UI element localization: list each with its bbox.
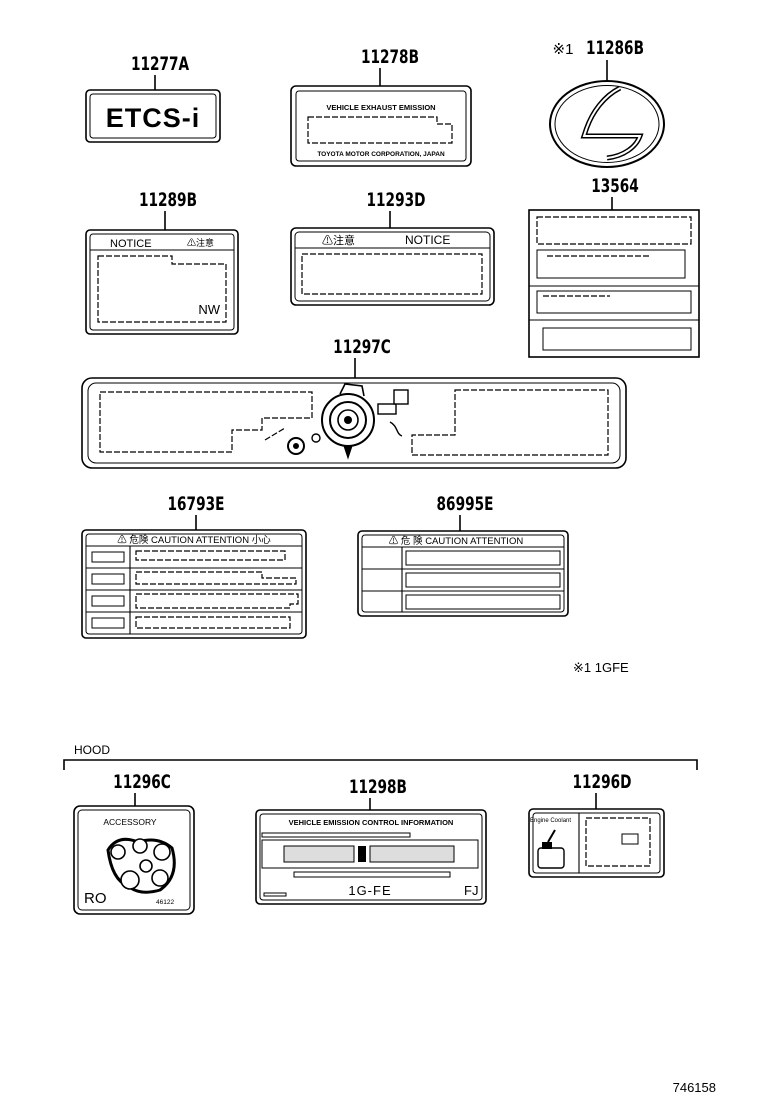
emission-title: VEHICLE EXHAUST EMISSION <box>326 103 435 112</box>
part-number-11286b: 11286B <box>586 37 644 59</box>
part-number-11277a: 11277A <box>131 53 189 75</box>
notice-text: NOTICE <box>405 233 450 247</box>
part-number-11293d: 11293D <box>367 189 426 211</box>
engine-code: 1G-FE <box>348 883 391 898</box>
part-number-11296d: 11296D <box>573 771 632 793</box>
part-number-11297c: 11297C <box>333 336 391 358</box>
coolant-title: Engine Coolant <box>530 818 571 824</box>
caution-header: ⚠ 危 険 CAUTION ATTENTION <box>389 535 524 547</box>
part-number-11296c: 11296C <box>113 771 171 793</box>
part-number-11289b: 11289B <box>139 189 197 211</box>
label-11296d: Engine Coolant <box>528 808 665 878</box>
label-86995e: ⚠ 危 険 CAUTION ATTENTION <box>357 530 569 617</box>
label-11278b: VEHICLE EXHAUST EMISSION TOYOTA MOTOR CO… <box>290 85 472 167</box>
small-number: 46122 <box>156 899 174 906</box>
emission-control-title: VEHICLE EMISSION CONTROL INFORMATION <box>289 818 454 827</box>
warning-text: ⚠注意 <box>187 237 214 248</box>
part-number-11278b: 11278B <box>361 46 419 68</box>
notice-text: NOTICE <box>110 238 152 250</box>
note-mark: ※1 <box>553 41 574 58</box>
ignition-diagram-icon <box>264 383 409 460</box>
figure-id: 746158 <box>673 1080 716 1095</box>
part-number-16793e: 16793E <box>168 493 225 515</box>
label-11296c: ACCESSORY RO 46122 <box>73 805 195 915</box>
label-11297c <box>81 377 627 469</box>
part-number-11298b: 11298B <box>349 776 407 798</box>
label-11289b: NOTICE ⚠注意 NW <box>85 229 239 335</box>
lexus-emblem-icon <box>549 80 665 168</box>
label-13564 <box>528 209 700 358</box>
label-11293d: ⚠注意 NOTICE <box>290 227 495 306</box>
belt-routing-icon <box>106 837 176 894</box>
label-11298b: VEHICLE EMISSION CONTROL INFORMATION 1G-… <box>255 809 487 905</box>
hood-label: HOOD <box>74 743 110 757</box>
maker-footer: TOYOTA MOTOR CORPORATION, JAPAN <box>317 151 445 158</box>
label-code: FJ <box>464 883 478 898</box>
label-code: NW <box>198 302 220 317</box>
etcs-label-text: ETCS-i <box>106 103 201 133</box>
label-16793e: ⚠ 危険 CAUTION ATTENTION 小心 <box>81 529 307 639</box>
coolant-reservoir-icon <box>537 829 565 869</box>
part-number-13564: 13564 <box>591 175 639 197</box>
hood-bracket <box>63 759 698 770</box>
warning-text: ⚠注意 <box>322 233 355 247</box>
part-number-86995e: 86995E <box>437 493 494 515</box>
label-code: RO <box>84 890 107 907</box>
caution-header: ⚠ 危険 CAUTION ATTENTION 小心 <box>117 534 271 546</box>
footnote: ※1 1GFE <box>573 660 629 675</box>
label-11277a: ETCS-i <box>85 89 221 143</box>
accessory-title: ACCESSORY <box>103 817 157 827</box>
